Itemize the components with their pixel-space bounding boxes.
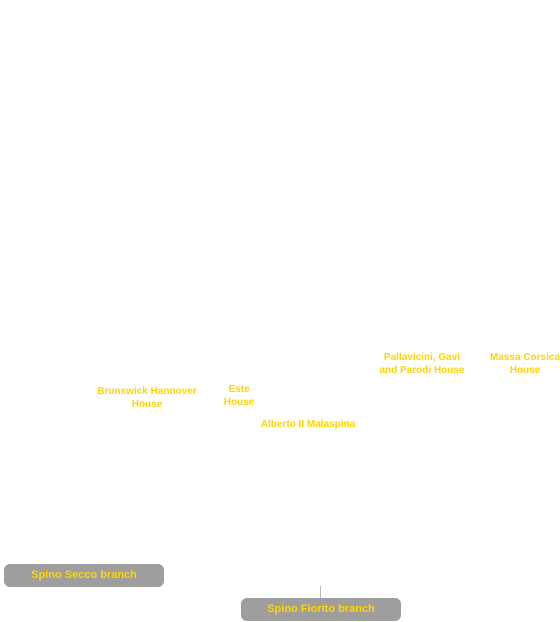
pallavicini-gavi-parodi-house-label: Pallavicini, Gavi and Parodi House [379, 352, 465, 376]
spino-secco-branch-box: Spino Secco branch [4, 564, 164, 587]
massa-corsica-house-label: Massa Corsica House [489, 352, 560, 376]
spino-fiorito-branch-box: Spino Fiorito branch [241, 598, 401, 621]
alberto-ii-malaspina-label: Alberto II Malaspina [260, 419, 356, 430]
spino-fiorito-connector-line [320, 586, 321, 598]
brunswick-hannover-house-label: Brunswick Hannover House [97, 386, 197, 410]
este-house-label: Este House [223, 384, 255, 408]
